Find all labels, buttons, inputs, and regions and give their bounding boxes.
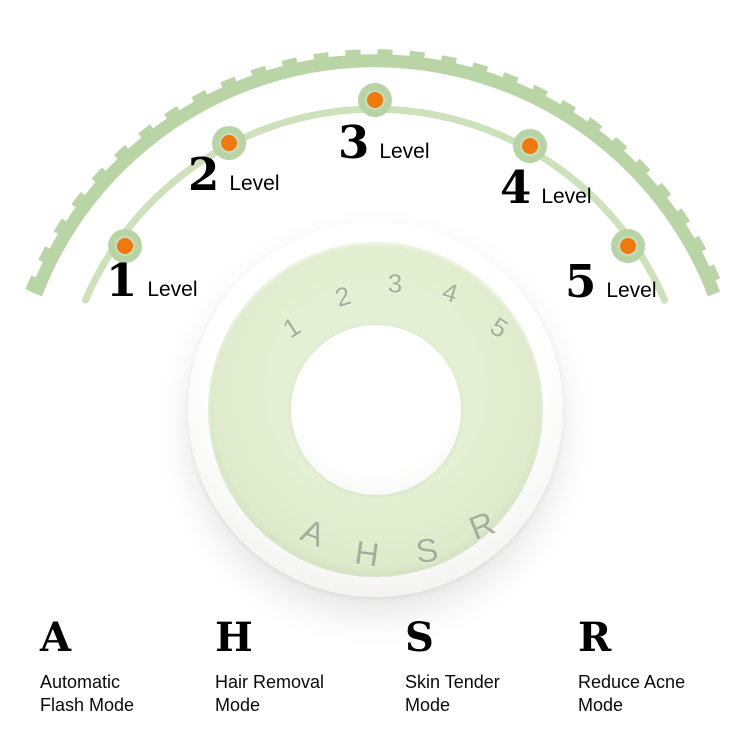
level-3-word: Level (379, 140, 430, 163)
mode-h-line2: Mode (215, 695, 261, 716)
mode-skin-tender: S Skin Tender Mode (405, 618, 500, 718)
arc-teeth (25, 49, 725, 293)
dial-center (290, 324, 461, 495)
mode-s-line2: Mode (405, 695, 451, 716)
dial-number-1: 1 (277, 311, 306, 345)
mode-a-letter: A (40, 614, 72, 661)
mode-s-description: Skin Tender Mode (405, 671, 500, 718)
level-5-word: Level (606, 279, 657, 302)
mode-s-letter: S (405, 614, 434, 661)
level-2-marker (212, 126, 246, 160)
level-4-marker (513, 129, 547, 163)
level-3-marker (358, 83, 392, 117)
level-5-number: 5 (565, 255, 597, 308)
level-5-marker (611, 229, 645, 263)
mode-a-description: Automatic Flash Mode (40, 671, 134, 718)
mode-a-line2: Flash Mode (40, 695, 135, 716)
level-2-word: Level (229, 172, 280, 195)
level-1-number: 1 (106, 254, 138, 307)
level-3-dot-icon (367, 92, 383, 108)
dial-letter-s: S (413, 530, 441, 571)
mode-r-line2: Mode (578, 695, 624, 716)
mode-h-line1: Hair Removal (215, 672, 325, 692)
mode-a-line1: Automatic (40, 672, 121, 692)
level-5-label: 5 Level (565, 255, 657, 308)
mode-r-letter: R (578, 614, 612, 661)
dial-letter-r: R (463, 503, 500, 548)
mode-h-letter: H (215, 614, 253, 661)
level-1-dot-icon (117, 238, 133, 254)
level-1-label: 1 Level (106, 254, 198, 307)
level-2-number: 2 (188, 148, 220, 201)
dial-number-2: 2 (331, 280, 355, 313)
level-4-number: 4 (500, 161, 532, 214)
mode-reduce-acne: R Reduce Acne Mode (578, 618, 685, 718)
dial-letter-a: A (296, 511, 331, 554)
dial-number-4: 4 (438, 276, 462, 309)
level-5-dot-icon (620, 238, 636, 254)
dial-number-3: 3 (387, 268, 403, 299)
dial-number-5: 5 (485, 311, 514, 345)
mode-automatic-flash: A Automatic Flash Mode (40, 618, 134, 718)
level-3-label: 3 Level (338, 116, 430, 169)
level-3-number: 3 (338, 116, 370, 169)
device-dial: 1 2 3 4 5 A H S R (188, 222, 563, 597)
level-4-label: 4 Level (500, 161, 592, 214)
level-1-word: Level (147, 278, 198, 301)
dial-face: 1 2 3 4 5 A H S R (208, 242, 543, 577)
dial-letter-h: H (352, 533, 382, 574)
mode-h-description: Hair Removal Mode (215, 671, 324, 718)
mode-s-line1: Skin Tender (405, 672, 500, 692)
mode-hair-removal: H Hair Removal Mode (215, 618, 324, 718)
level-1-marker (108, 229, 142, 263)
arc-band (29, 54, 721, 297)
level-4-word: Level (541, 185, 592, 208)
level-2-label: 2 Level (188, 148, 280, 201)
mode-r-line1: Reduce Acne (578, 672, 686, 692)
mode-r-description: Reduce Acne Mode (578, 671, 685, 718)
level-2-dot-icon (221, 135, 237, 151)
level-4-dot-icon (522, 138, 538, 154)
